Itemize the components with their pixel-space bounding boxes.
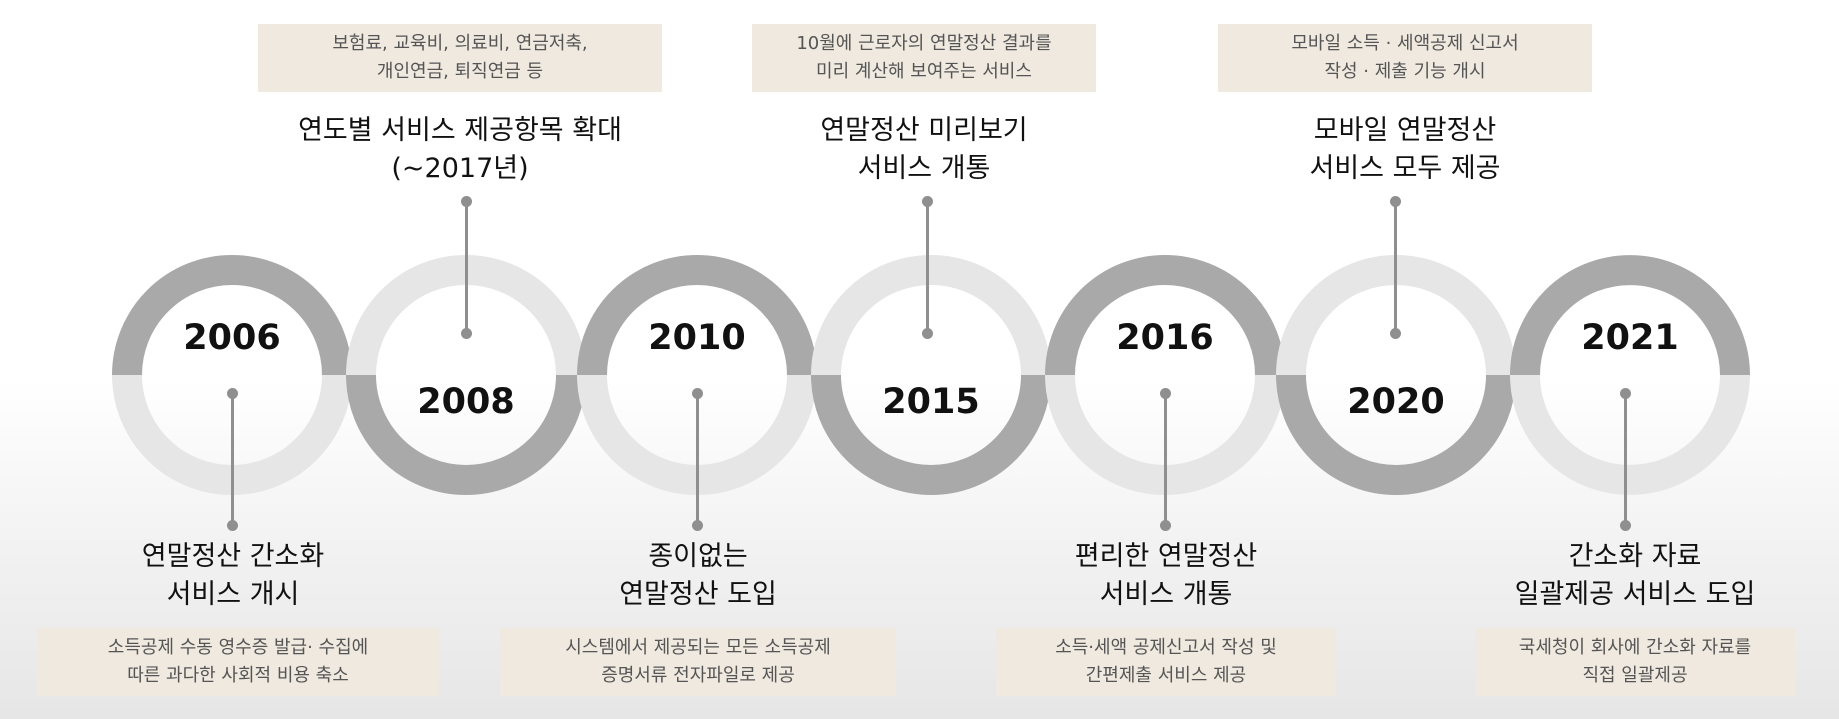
description-line: 간편제출 서비스 제공 <box>1085 665 1247 686</box>
milestone-title-2021: 간소화 자료 일괄제공 서비스 도입 <box>1470 538 1800 614</box>
title-line: 연말정산 도입 <box>619 579 777 610</box>
connector-dot-2010 <box>692 520 703 531</box>
description-line: 모바일 소득 · 세액공제 신고서 <box>1291 33 1519 54</box>
ring-2021-top <box>1510 255 1750 376</box>
description-line: 10월에 근로자의 연말정산 결과를 <box>796 33 1052 54</box>
description-box-2006: 소득공제 수동 영수증 발급· 수집에 따른 과다한 사회적 비용 축소 <box>37 628 439 696</box>
connector-line-2016 <box>1164 394 1167 525</box>
connector-dot-2016 <box>1160 520 1171 531</box>
description-line: 소득·세액 공제신고서 작성 및 <box>1055 637 1277 658</box>
connector-dot-2006 <box>227 388 238 399</box>
description-box-2020: 모바일 소득 · 세액공제 신고서 작성 · 제출 기능 개시 <box>1218 24 1592 92</box>
year-label-2020: 2020 <box>1347 382 1445 422</box>
milestone-title-2008: 연도별 서비스 제공항목 확대 (~2017년) <box>258 112 662 188</box>
connector-dot-2021 <box>1620 388 1631 399</box>
connector-line-2015 <box>926 201 929 332</box>
connector-dot-2015 <box>922 328 933 339</box>
title-line: 서비스 개통 <box>857 153 991 184</box>
connector-line-2008 <box>465 201 468 332</box>
description-line: 따른 과다한 사회적 비용 축소 <box>127 665 349 686</box>
connector-dot-2008 <box>461 328 472 339</box>
connector-dot-2016 <box>1160 388 1171 399</box>
description-box-2016: 소득·세액 공제신고서 작성 및 간편제출 서비스 제공 <box>996 628 1336 696</box>
milestone-title-2016: 편리한 연말정산 서비스 개통 <box>990 538 1342 614</box>
title-line: 연말정산 간소화 <box>141 541 325 572</box>
title-line: 간소화 자료 <box>1568 541 1702 572</box>
title-line: 서비스 모두 제공 <box>1309 153 1501 184</box>
milestone-title-2010: 종이없는 연말정산 도입 <box>522 538 874 614</box>
ring-2020-bottom <box>1276 374 1516 495</box>
ring-2008-bottom <box>346 374 586 495</box>
description-line: 소득공제 수동 영수증 발급· 수집에 <box>107 637 369 658</box>
connector-dot-2006 <box>227 520 238 531</box>
description-line: 증명서류 전자파일로 제공 <box>601 665 795 686</box>
connector-dot-2010 <box>692 388 703 399</box>
year-label-2015: 2015 <box>882 382 980 422</box>
milestone-title-2006: 연말정산 간소화 서비스 개시 <box>57 538 409 614</box>
title-line: 일괄제공 서비스 도입 <box>1514 579 1756 610</box>
connector-line-2020 <box>1394 201 1397 332</box>
title-line: (~2017년) <box>391 153 529 184</box>
milestone-title-2015: 연말정산 미리보기 서비스 개통 <box>752 112 1096 188</box>
year-label-2016: 2016 <box>1116 318 1214 358</box>
year-label-2008: 2008 <box>417 382 515 422</box>
title-line: 모바일 연말정산 <box>1313 115 1497 146</box>
ring-2015-bottom <box>811 374 1051 495</box>
year-label-2010: 2010 <box>648 318 746 358</box>
description-box-2015: 10월에 근로자의 연말정산 결과를 미리 계산해 보여주는 서비스 <box>752 24 1096 92</box>
description-box-2008: 보험료, 교육비, 의료비, 연금저축, 개인연금, 퇴직연금 등 <box>258 24 662 92</box>
ring-2006-top <box>112 255 352 376</box>
title-line: 편리한 연말정산 <box>1074 541 1258 572</box>
title-line: 종이없는 <box>648 541 748 572</box>
description-line: 보험료, 교육비, 의료비, 연금저축, <box>332 33 588 54</box>
year-label-2006: 2006 <box>183 318 281 358</box>
title-line: 연말정산 미리보기 <box>820 115 1028 146</box>
connector-dot-2021 <box>1620 520 1631 531</box>
connector-dot-2020 <box>1390 328 1401 339</box>
connector-line-2006 <box>231 394 234 525</box>
description-box-2010: 시스템에서 제공되는 모든 소득공제 증명서류 전자파일로 제공 <box>500 628 896 696</box>
ring-2015-top <box>811 255 1051 376</box>
title-line: 서비스 개통 <box>1099 579 1233 610</box>
title-line: 서비스 개시 <box>166 579 300 610</box>
description-line: 개인연금, 퇴직연금 등 <box>376 61 544 82</box>
ring-2021-bottom <box>1510 374 1750 495</box>
milestone-title-2020: 모바일 연말정산 서비스 모두 제공 <box>1218 112 1592 188</box>
description-line: 직접 일괄제공 <box>1582 665 1688 686</box>
ring-2016-top <box>1045 255 1285 376</box>
connector-line-2010 <box>696 394 699 525</box>
year-label-2021: 2021 <box>1581 318 1679 358</box>
description-line: 국세청이 회사에 간소화 자료를 <box>1518 637 1752 658</box>
description-line: 시스템에서 제공되는 모든 소득공제 <box>565 637 831 658</box>
description-box-2021: 국세청이 회사에 간소화 자료를 직접 일괄제공 <box>1475 628 1795 696</box>
description-line: 미리 계산해 보여주는 서비스 <box>816 61 1032 82</box>
ring-2010-top <box>577 255 817 376</box>
title-line: 연도별 서비스 제공항목 확대 <box>298 115 622 146</box>
connector-line-2021 <box>1624 394 1627 525</box>
description-line: 작성 · 제출 기능 개시 <box>1324 61 1486 82</box>
